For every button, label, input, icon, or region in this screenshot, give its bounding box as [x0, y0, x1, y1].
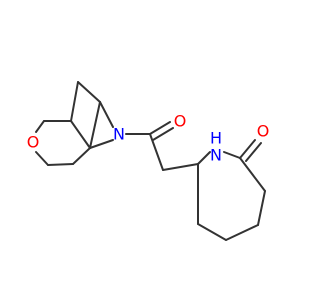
- lactam-carbonyl-oxygen-label: O: [257, 122, 270, 141]
- bond-c4-to-c5: [225, 224, 259, 241]
- atom-labels: O N O H N O: [27, 112, 270, 165]
- bond-c2-to-c3: [239, 157, 266, 192]
- bond-bridge-top-right: [77, 81, 101, 103]
- bond-bridge-top-left: [70, 81, 79, 122]
- structure-diagram: O N O H N O: [27, 81, 270, 241]
- molecule-canvas: O N O H N O: [26, 81, 270, 241]
- bicyclic-nitrogen-label: N: [113, 125, 125, 144]
- bond-c5-to-c6: [197, 223, 227, 241]
- bond-bridgehead-upper-to-n: [99, 101, 114, 128]
- bond-ch2-lower: [47, 163, 74, 166]
- ring-oxygen-label: O: [27, 133, 40, 152]
- bond-ring-c7-to-nh: [197, 151, 211, 165]
- bond-ch2-upper-to-bridgehead: [70, 120, 91, 149]
- bond-ch2-to-o-upper: [35, 120, 45, 133]
- azepanone-ring: [197, 139, 266, 241]
- linker-carbonyl-oxygen-label: O: [174, 112, 187, 131]
- bond-c2-to-o-2: [245, 142, 262, 162]
- bicyclic-ring: [35, 81, 114, 166]
- bond-c2-to-o-1: [239, 139, 256, 159]
- lactam-hydrogen-label: H: [210, 129, 222, 148]
- acyl-linker: [125, 121, 199, 171]
- bond-carbonyl-c-to-o-1: [149, 121, 171, 135]
- bond-ch2-to-bridgehead-lower: [72, 147, 91, 165]
- bond-c3-to-c4: [257, 190, 266, 226]
- bond-o-to-ch2-lower: [35, 151, 49, 166]
- bond-ch2-to-ring-c: [162, 163, 199, 171]
- bond-carbonyl-c-to-o-2: [152, 127, 174, 141]
- lactam-nitrogen-label: N: [210, 146, 222, 165]
- bond-carbonyl-c-to-ch2: [149, 133, 164, 171]
- bond-nh-to-c2: [223, 151, 241, 159]
- bond-bridgehead-upper-to-lower: [89, 101, 101, 149]
- bond-bridgehead-lower-to-n: [89, 139, 114, 149]
